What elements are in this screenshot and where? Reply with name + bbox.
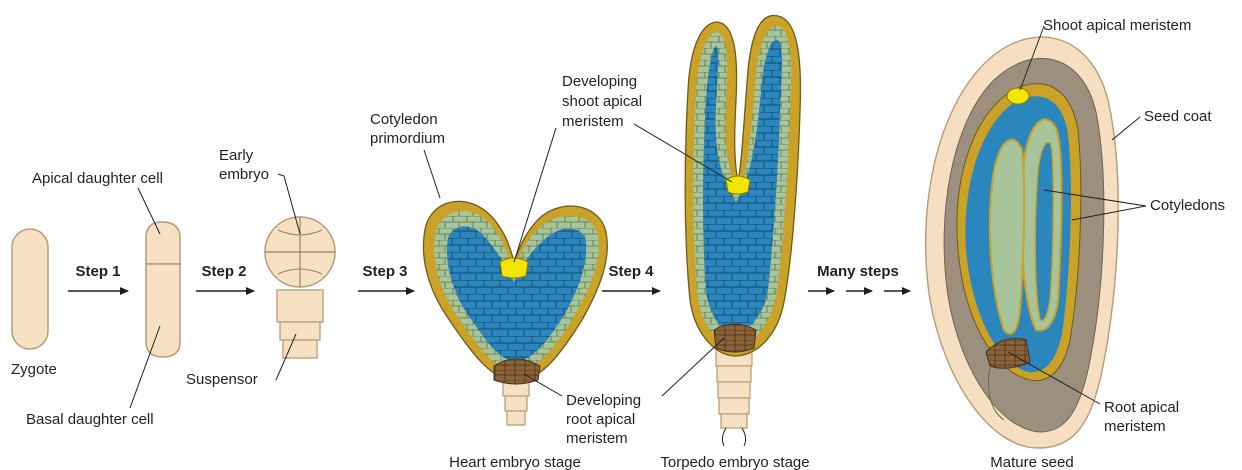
shoot-apical-meristem-label: Shoot apical meristem [1043,17,1191,34]
dev-shoot-label-1: Developing [562,73,637,90]
zygote-label: Zygote [11,361,57,378]
basal-daughter-leader [130,326,160,408]
torpedo-embryo [685,15,800,446]
cotyledon-primordium-label-2: primordium [370,130,445,147]
mature-seed-caption: Mature seed [990,454,1073,470]
early-embryo-label-1: Early [219,147,254,164]
dev-root-leader-heart [524,374,562,396]
apical-daughter-label: Apical daughter cell [32,170,163,187]
torpedo-stage-caption: Torpedo embryo stage [660,454,809,470]
dev-root-label-2: root apical [566,411,635,428]
early-embryo-label-2: embryo [219,166,269,183]
cotyledon-primordium-label-1: Cotyledon [370,111,438,128]
seed-coat-label: Seed coat [1144,108,1212,125]
root-apical-label-2: meristem [1104,418,1166,435]
seed-coat-leader [1112,117,1140,140]
heart-stage-caption: Heart embryo stage [449,454,581,470]
step3-label: Step 3 [362,263,407,280]
suspensor-label: Suspensor [186,371,258,388]
many-steps-label: Many steps [817,263,899,280]
early-embryo [265,217,335,358]
dev-root-label-1: Developing [566,392,641,409]
root-apical-label-1: Root apical [1104,399,1179,416]
dev-shoot-label-2: shoot apical [562,93,642,110]
step1-label: Step 1 [75,263,120,280]
dev-root-leader-torpedo [662,338,724,396]
basal-daughter-label: Basal daughter cell [26,411,154,428]
mature-seed [926,37,1119,448]
dev-root-label-3: meristem [566,430,628,447]
dev-shoot-label-3: meristem [562,113,624,130]
two-cell-embryo [146,222,180,357]
cotyledon-primordium-leader [424,150,440,198]
cotyledons-label: Cotyledons [1150,197,1225,214]
step4-label: Step 4 [608,263,654,280]
zygote-cell [12,229,48,349]
step2-label: Step 2 [201,263,246,280]
